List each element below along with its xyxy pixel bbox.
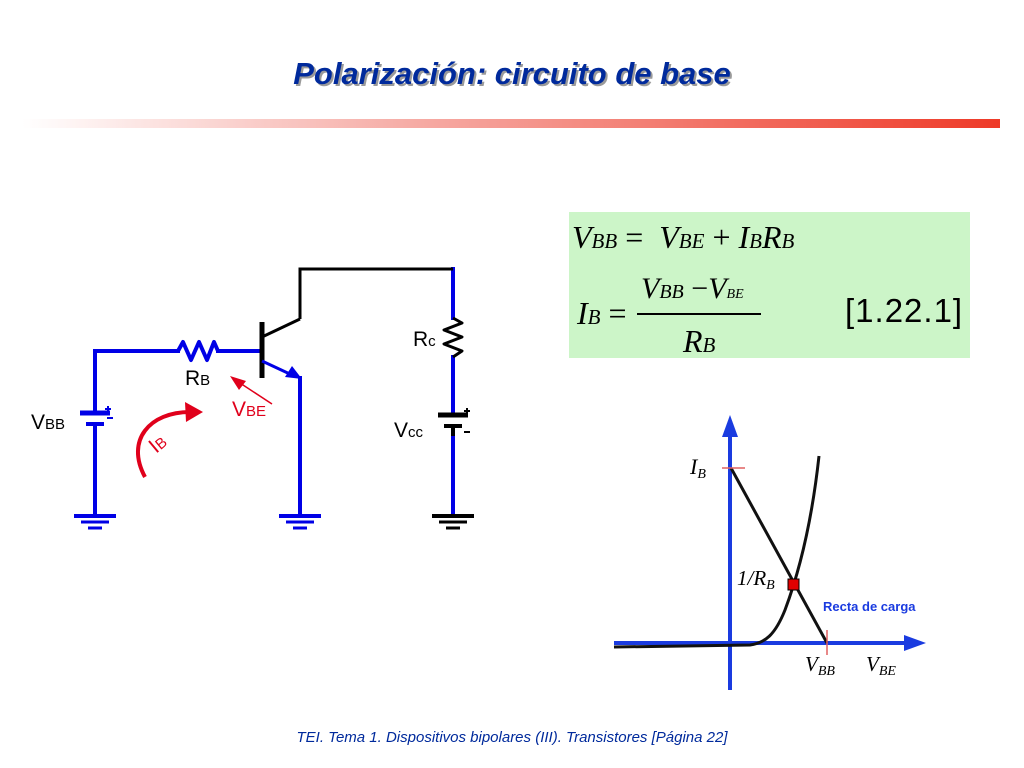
diode-characteristic-curve (613, 455, 821, 649)
equation-reference: [1.22.1] (845, 292, 964, 329)
ib-arrowhead (185, 402, 203, 422)
graph-label-ib: IB (689, 454, 706, 482)
x-axis-arrowhead (904, 635, 926, 651)
label-rb: RB (185, 367, 210, 390)
vbe-pointer-line (239, 382, 273, 405)
y-axis-arrowhead (722, 415, 738, 437)
equation-panel (569, 212, 970, 358)
slide-title: Polarización: circuito de base (293, 56, 731, 91)
equation-ib-numerator: VBB −VBE (641, 272, 744, 305)
battery-vcc (438, 408, 470, 436)
graph-label-vbb: VBB (805, 652, 835, 679)
ground-symbol-middle (279, 514, 321, 530)
ground-symbol-left (74, 514, 116, 530)
npn-transistor (259, 302, 302, 379)
ground-symbol-right (432, 514, 474, 530)
resistor-rb (176, 340, 220, 362)
graph-label-vbe: VBE (866, 652, 896, 679)
label-vbe: VBE (232, 398, 266, 421)
label-vbb: VBB (31, 411, 65, 434)
ib-current-arrow (136, 410, 191, 478)
resistor-rc (442, 316, 464, 359)
circuit-wires (93, 267, 455, 517)
title-underline (22, 119, 1000, 128)
slide-footer: TEI. Tema 1. Dispositivos bipolares (III… (296, 729, 728, 746)
equation-ib-denominator: RB (683, 323, 716, 359)
graph-label-load-line: Recta de carga (823, 599, 916, 614)
vbe-arrowhead (230, 376, 246, 390)
equation-ib-lhs: IB = (577, 295, 627, 331)
graph-label-slope: 1/RB (737, 566, 775, 593)
label-rc: Rc (413, 328, 436, 351)
operating-point (787, 578, 800, 591)
label-vcc: Vcc (394, 419, 424, 442)
fraction-bar (637, 313, 761, 315)
battery-vbb (80, 406, 113, 432)
wire-collector (298, 267, 453, 302)
load-line (729, 467, 829, 644)
equation-vbb: VBB = VBE + IBRB (572, 219, 795, 255)
